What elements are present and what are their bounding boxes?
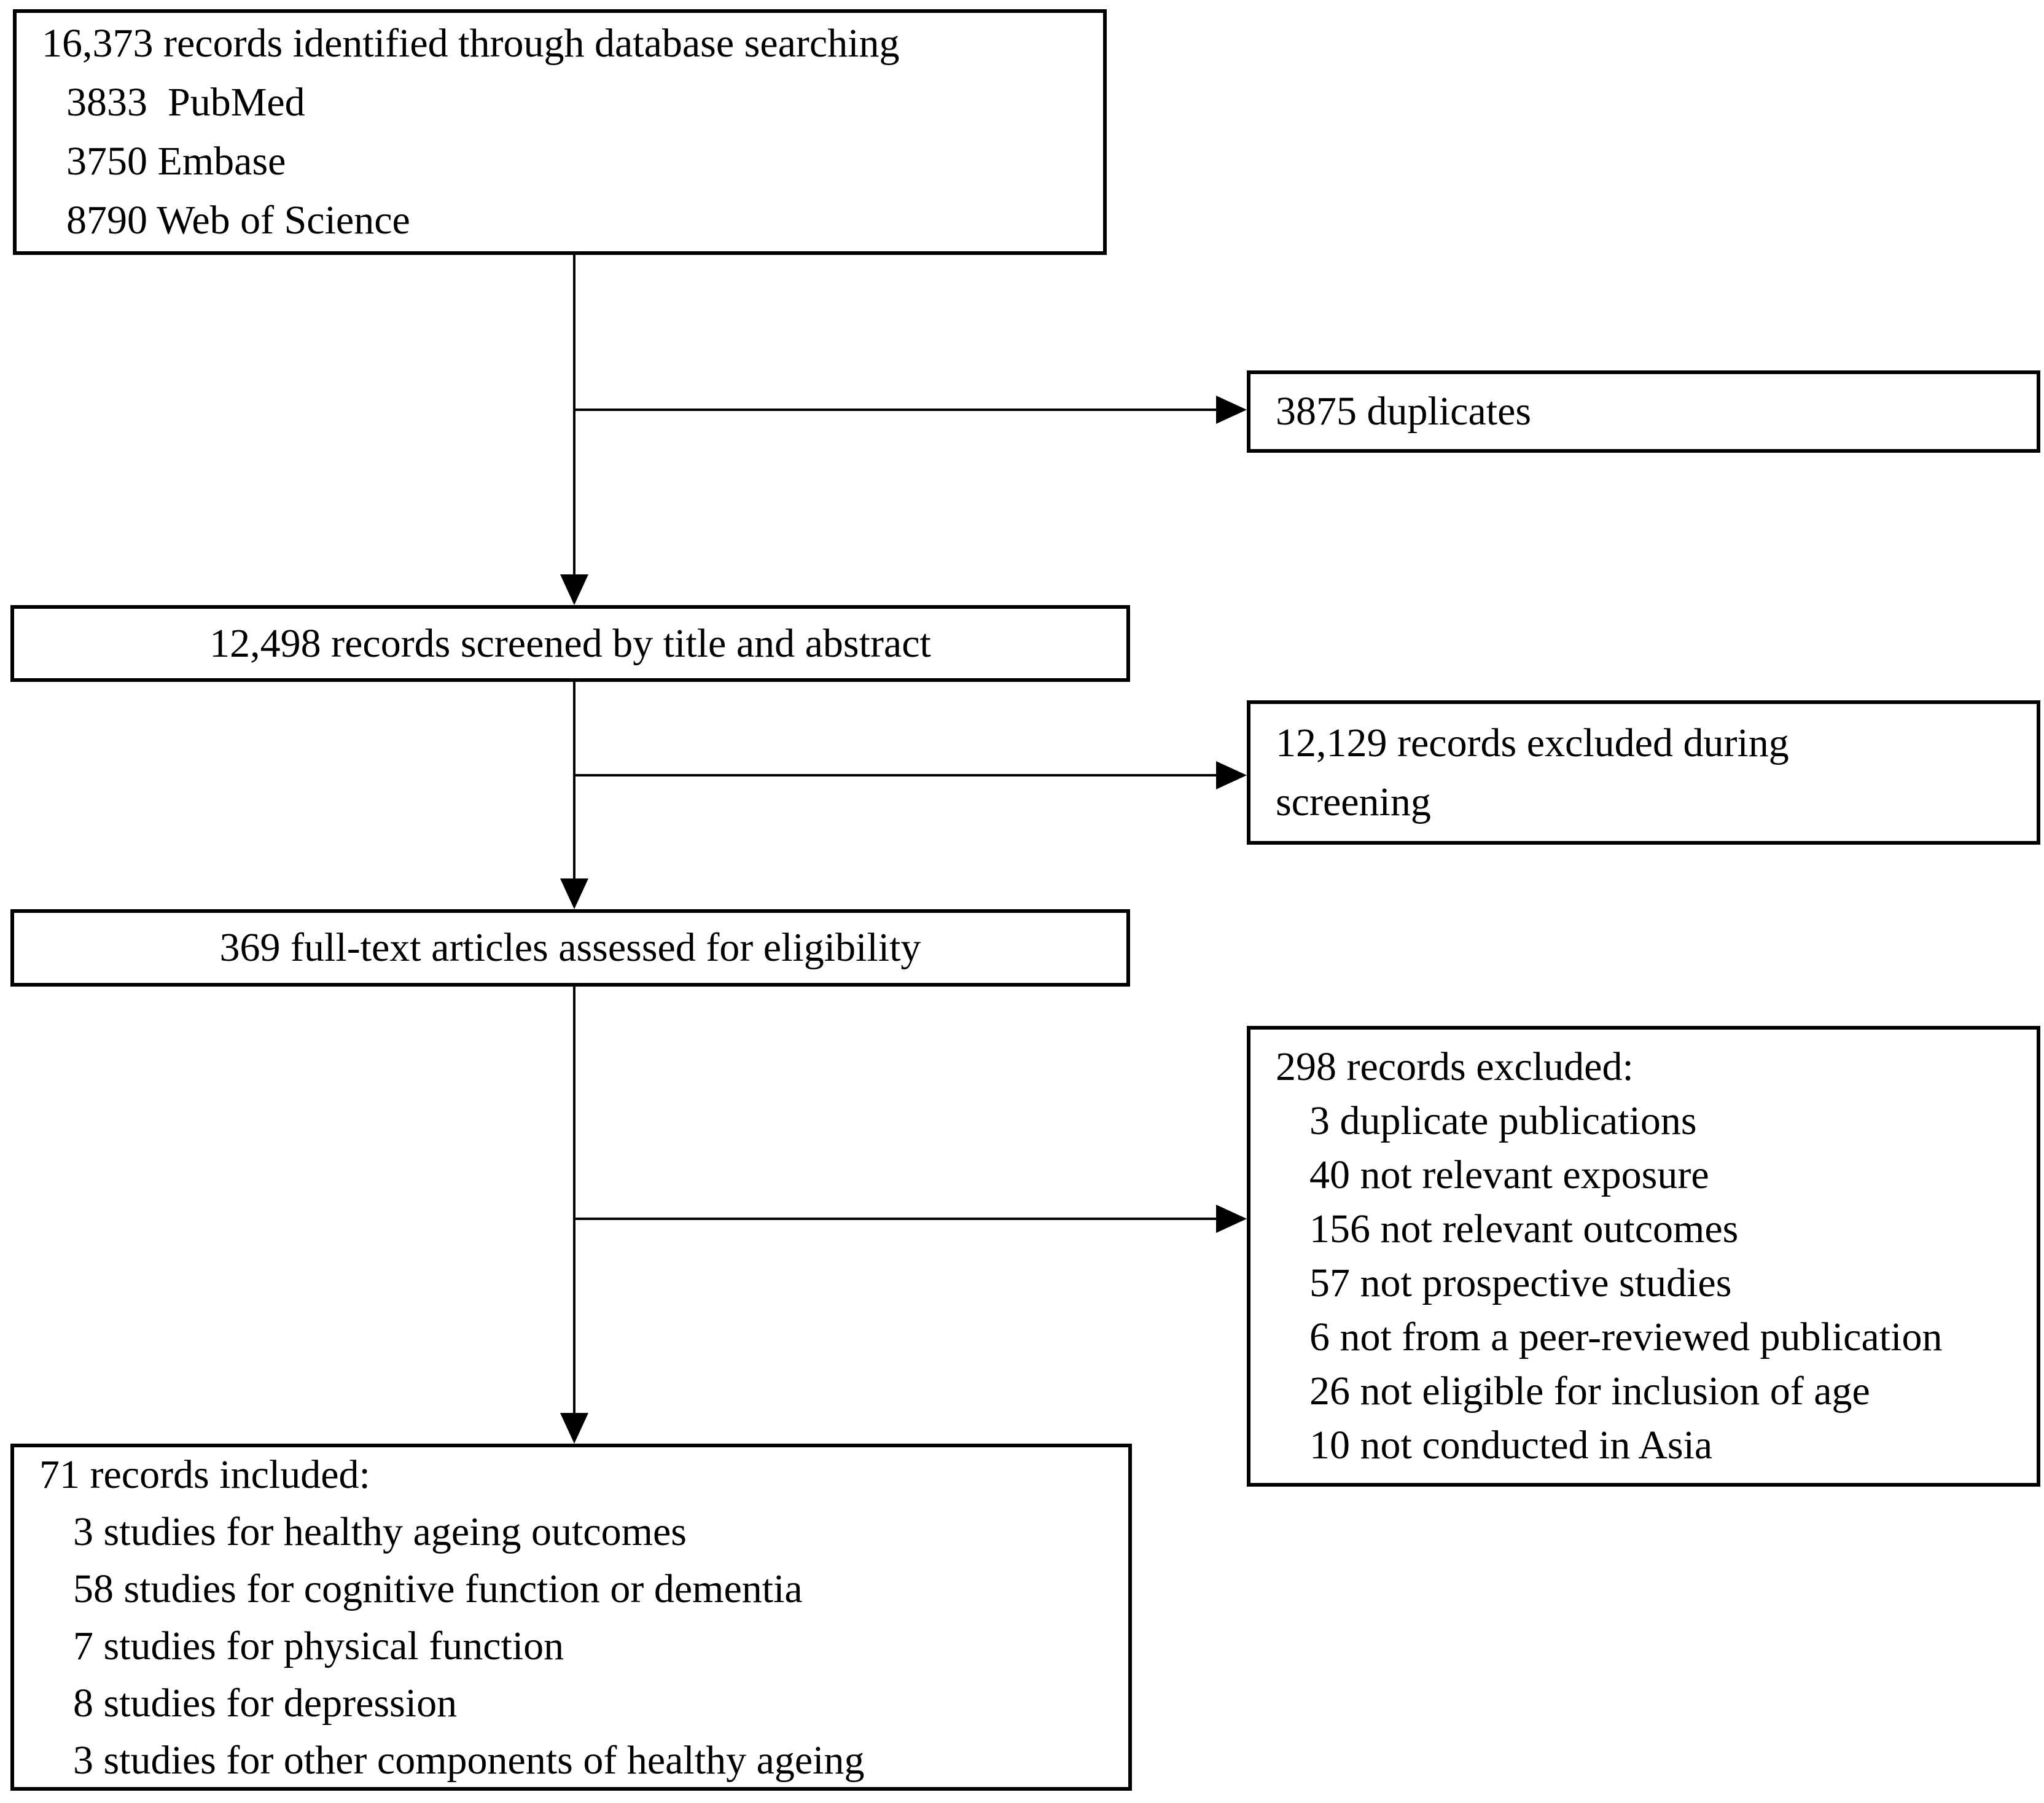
arrow-down-icon: [560, 574, 588, 605]
connector-screened-to-fulltext: [573, 682, 575, 881]
box-records-identified: 16,373 records identified through databa…: [13, 9, 1107, 255]
box-line: 3 duplicate publications: [1309, 1098, 1697, 1143]
branch-to-excluded-screening: [574, 774, 1217, 776]
box-line: 369 full-text articles assessed for elig…: [219, 925, 921, 970]
arrow-right-icon: [1216, 1205, 1247, 1233]
box-excluded-during-screening: 12,129 records excluded during screening: [1247, 700, 2040, 845]
box-line: 26 not eligible for inclusion of age: [1309, 1369, 1870, 1414]
box-line: 58 studies for cognitive function or dem…: [73, 1566, 803, 1611]
box-fulltext-assessed: 369 full-text articles assessed for elig…: [10, 909, 1130, 987]
box-line: 57 not prospective studies: [1309, 1261, 1732, 1305]
box-line: 40 not relevant exposure: [1309, 1152, 1709, 1197]
box-records-screened: 12,498 records screened by title and abs…: [10, 605, 1130, 682]
box-line: 16,373 records identified through databa…: [42, 21, 900, 66]
box-line: 3875 duplicates: [1276, 389, 1532, 434]
arrow-down-icon: [560, 878, 588, 909]
box-duplicates: 3875 duplicates: [1247, 370, 2040, 453]
branch-to-duplicates: [574, 409, 1217, 411]
box-line: 71 records included:: [39, 1452, 370, 1497]
box-line: screening: [1276, 779, 1431, 824]
box-line: 6 not from a peer-reviewed publication: [1309, 1315, 1943, 1359]
box-line: 7 studies for physical function: [73, 1623, 564, 1668]
box-line: 3 studies for healthy ageing outcomes: [73, 1509, 687, 1554]
box-line: 12,129 records excluded during: [1276, 720, 1789, 765]
box-line: 298 records excluded:: [1276, 1044, 1634, 1089]
box-line: 3750 Embase: [66, 139, 286, 184]
box-line: 10 not conducted in Asia: [1309, 1423, 1713, 1468]
branch-to-excluded-fulltext: [574, 1218, 1217, 1220]
box-line: 3833 PubMed: [66, 80, 305, 125]
box-line: 8790 Web of Science: [66, 198, 410, 243]
box-line: 3 studies for other components of health…: [73, 1737, 865, 1783]
arrow-down-icon: [560, 1413, 588, 1444]
arrow-right-icon: [1216, 761, 1247, 789]
box-line: 156 not relevant outcomes: [1309, 1207, 1739, 1251]
box-records-included: 71 records included: 3 studies for health…: [10, 1444, 1132, 1791]
box-line: 8 studies for depression: [73, 1680, 458, 1726]
connector-fulltext-to-included: [573, 987, 575, 1415]
box-excluded-fulltext: 298 records excluded: 3 duplicate publica…: [1247, 1026, 2040, 1487]
arrow-right-icon: [1216, 396, 1247, 424]
box-line: 12,498 records screened by title and abs…: [209, 620, 931, 666]
connector-identified-to-screened: [573, 255, 575, 577]
